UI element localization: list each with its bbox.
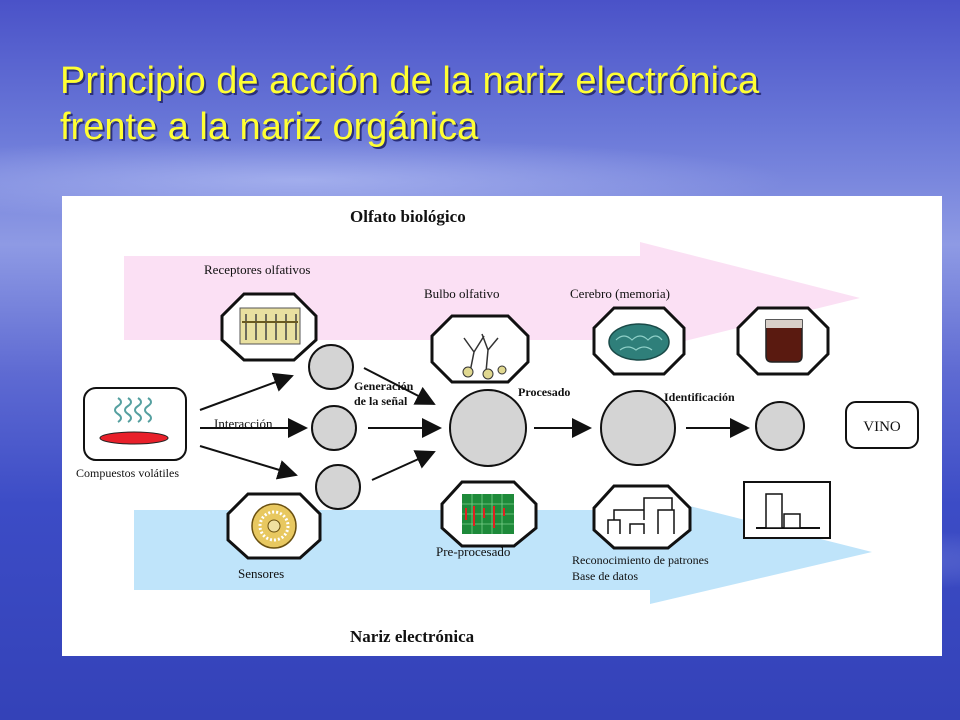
slide-title: Principio de acción de la nariz electrón…	[60, 58, 920, 150]
pattern-recognition-icon	[592, 484, 692, 550]
processing-circle	[449, 389, 527, 467]
label-receptores: Receptores olfativos	[204, 262, 311, 277]
interaction-arrow-down	[199, 445, 298, 480]
slide-title-line-2: frente a la nariz orgánica	[60, 106, 479, 148]
preprocessing-icon	[440, 480, 538, 548]
label-procesado: Procesado	[518, 385, 570, 399]
olfactory-bulb-icon	[430, 314, 530, 384]
receptor-circle-3	[315, 464, 361, 510]
brain-icon	[592, 306, 686, 376]
label-generacion-2: de la señal	[354, 394, 408, 408]
sensors-icon	[226, 492, 322, 560]
label-reconocimiento: Reconocimiento de patrones	[572, 553, 709, 567]
label-bulbo: Bulbo olfativo	[424, 286, 499, 301]
signal-arrow-up	[363, 367, 436, 405]
label-preprocesado: Pre-procesado	[436, 544, 510, 559]
label-generacion-1: Generación	[354, 379, 414, 393]
header-electronic: Nariz electrónica	[350, 627, 475, 646]
olfactory-receptors-icon	[220, 292, 318, 362]
wine-result-box: VINO	[845, 401, 919, 449]
header-bio: Olfato biológico	[350, 207, 466, 226]
recognition-circle	[600, 390, 676, 466]
label-compuestos: Compuestos volátiles	[76, 466, 179, 480]
label-identificacion: Identificación	[664, 390, 735, 404]
interaction-arrow-up	[199, 372, 294, 411]
receptor-circle-2	[311, 405, 357, 451]
volatile-compounds-icon	[83, 387, 187, 461]
slide-title-line-1: Principio de acción de la nariz electrón…	[60, 60, 760, 102]
signal-arrow-down	[371, 450, 436, 481]
label-sensores: Sensores	[238, 566, 284, 581]
label-base-datos: Base de datos	[572, 569, 638, 583]
identification-circle	[755, 401, 805, 451]
label-cerebro: Cerebro (memoria)	[570, 286, 670, 301]
receptor-circle-1	[308, 344, 354, 390]
wine-glass-icon	[736, 306, 830, 376]
label-vino: VINO	[863, 419, 901, 435]
result-bar-chart-icon	[743, 481, 831, 539]
